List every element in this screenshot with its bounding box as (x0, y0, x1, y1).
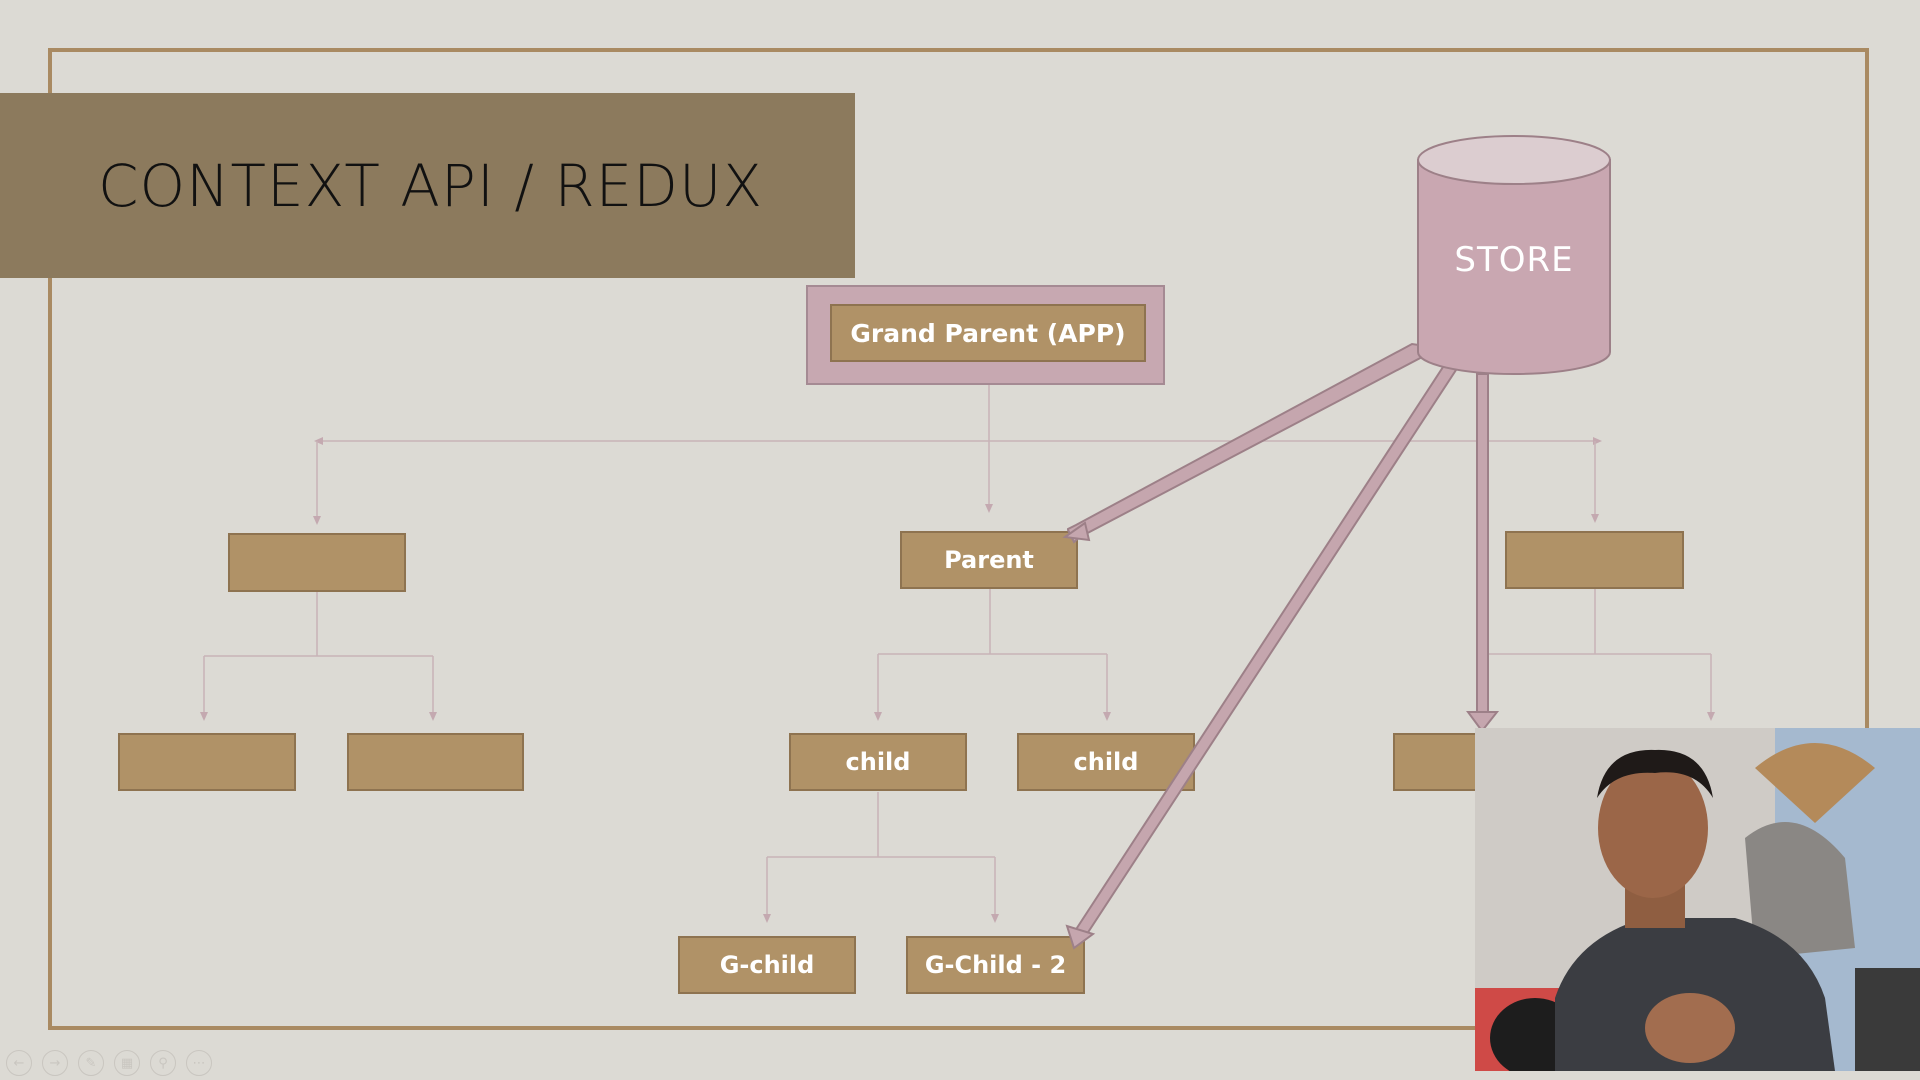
store-arrow-down (1476, 373, 1489, 715)
store-arrow-gchild-head (1065, 924, 1096, 950)
grandchild-node-2: G-Child - 2 (906, 936, 1085, 994)
grand-parent-node: Grand Parent (APP) (830, 304, 1146, 362)
left-child-node-2 (347, 733, 524, 791)
slide-title: CONTEXT API / REDUX (98, 152, 764, 220)
presenter-webcam (1475, 728, 1920, 1071)
grandchild-node-1: G-child (678, 936, 856, 994)
store-arrow-down-head (1466, 711, 1500, 733)
presenter-image (1475, 728, 1920, 1071)
next-icon[interactable]: → (42, 1050, 68, 1076)
slide-frame (48, 48, 1869, 1030)
more-icon[interactable]: ⋯ (186, 1050, 212, 1076)
presentation-toolbar: ← → ✎ ▦ ⚲ ⋯ (6, 1050, 212, 1076)
prev-icon[interactable]: ← (6, 1050, 32, 1076)
parent-node: Parent (900, 531, 1078, 589)
grandchild-label-1: G-child (719, 951, 815, 979)
store-label: STORE (1454, 240, 1574, 280)
child-node-1: child (789, 733, 967, 791)
grid-icon[interactable]: ▦ (114, 1050, 140, 1076)
child-label-2: child (1073, 748, 1139, 776)
title-banner (0, 93, 855, 278)
parent-label: Parent (944, 546, 1034, 574)
grandchild-label-2: G-Child - 2 (924, 951, 1067, 979)
child-label-1: child (845, 748, 911, 776)
store-arrow-parent (1067, 342, 1426, 544)
store-arrow-parent-head (1062, 521, 1091, 542)
grand-parent-label: Grand Parent (APP) (850, 318, 1126, 348)
left-mid-node (228, 533, 406, 592)
right-mid-node (1505, 531, 1684, 589)
store-arrow-gchild (1071, 362, 1458, 942)
zoom-icon[interactable]: ⚲ (150, 1050, 176, 1076)
pen-icon[interactable]: ✎ (78, 1050, 104, 1076)
store-cylinder (1417, 135, 1611, 375)
left-child-node-1 (118, 733, 296, 791)
